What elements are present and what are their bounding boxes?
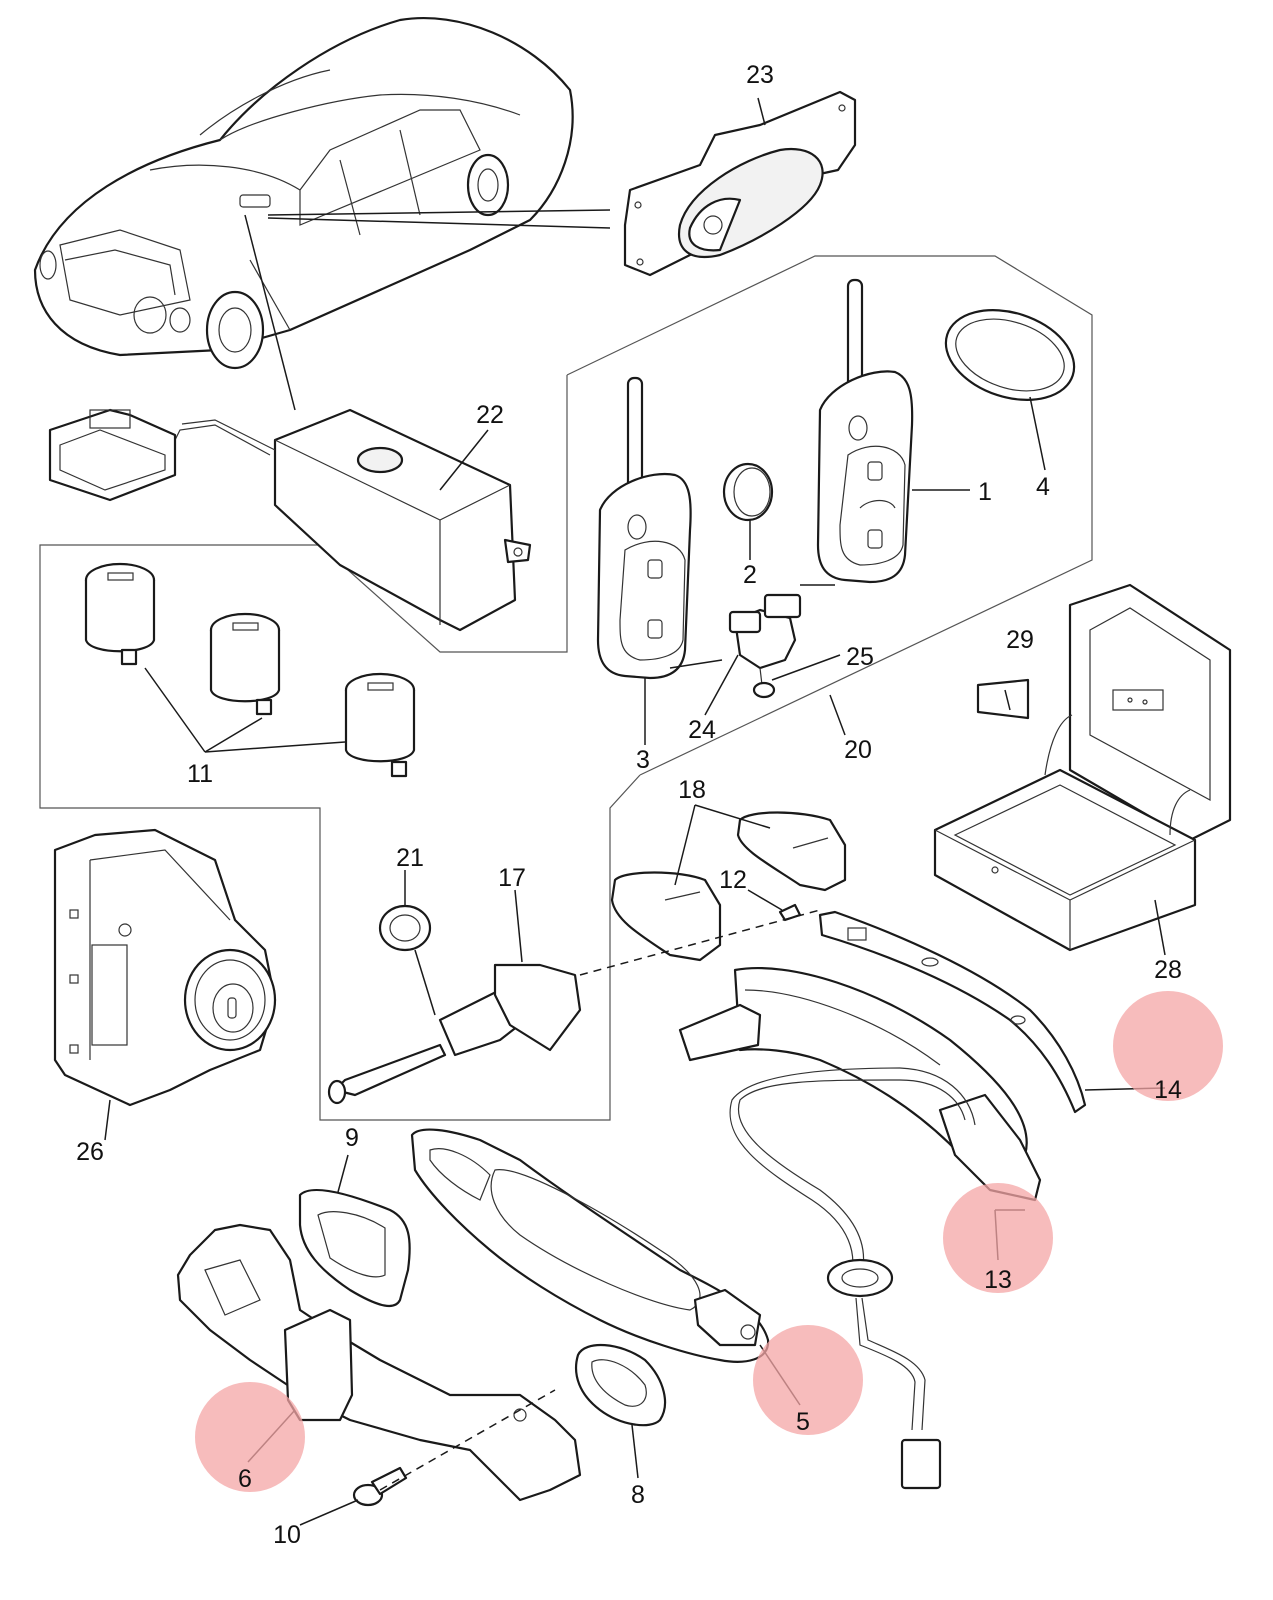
part-24-25-key-tag — [728, 593, 802, 699]
label-4: 4 — [1036, 473, 1050, 501]
part-26-ignition-switch — [53, 828, 277, 1107]
part-10-screw — [352, 1466, 408, 1507]
part-8-cover-cap — [574, 1343, 667, 1427]
highlight-13 — [943, 1183, 1053, 1293]
label-21: 21 — [396, 844, 424, 872]
label-3: 3 — [636, 746, 650, 774]
label-6: 6 — [238, 1465, 252, 1493]
label-14: 14 — [1154, 1076, 1182, 1104]
part-3-key-left — [596, 376, 692, 680]
label-1: 1 — [978, 478, 992, 506]
label-28: 28 — [1154, 956, 1182, 984]
label-13: 13 — [984, 1266, 1012, 1294]
label-17: 17 — [498, 864, 526, 892]
car-illustration — [33, 16, 574, 370]
part-14-handle-trim — [818, 910, 1087, 1114]
label-10: 10 — [273, 1521, 301, 1549]
part-18-handle-caps — [610, 811, 847, 962]
highlight-5 — [753, 1325, 863, 1435]
part-4-key-ring — [944, 309, 1076, 401]
label-18: 18 — [678, 776, 706, 804]
part-23-switch-plate — [623, 90, 857, 277]
part-13-handle-carrier — [678, 966, 1042, 1490]
lock-cylinder-group-frame — [39, 375, 641, 1121]
label-8: 8 — [631, 1481, 645, 1509]
label-29: 29 — [1006, 626, 1034, 654]
highlight-6 — [195, 1382, 305, 1492]
label-20: 20 — [844, 736, 872, 764]
part-17-door-lock-cylinder — [327, 963, 582, 1105]
label-2: 2 — [743, 561, 757, 589]
label-26: 26 — [76, 1138, 104, 1166]
label-5: 5 — [796, 1408, 810, 1436]
part-11-lock-cylinders — [84, 562, 416, 778]
part-9-gasket — [298, 1188, 411, 1308]
part-5-outer-handle — [410, 1128, 770, 1363]
key-group-frame — [566, 255, 1093, 776]
part-21-seal-ring — [378, 904, 432, 952]
part-29-label-card — [976, 678, 1030, 720]
label-12: 12 — [719, 866, 747, 894]
label-23: 23 — [746, 61, 774, 89]
label-9: 9 — [345, 1124, 359, 1152]
label-25: 25 — [846, 643, 874, 671]
part-2-battery — [722, 462, 774, 522]
label-24: 24 — [688, 716, 716, 744]
part-6-handle-bracket — [176, 1223, 582, 1502]
label-22: 22 — [476, 401, 504, 429]
part-28-presentation-box — [933, 583, 1232, 952]
label-11: 11 — [187, 760, 213, 788]
part-1-key-right — [816, 278, 914, 584]
part-22-control-unit — [48, 408, 532, 632]
highlight-14 — [1113, 991, 1223, 1101]
